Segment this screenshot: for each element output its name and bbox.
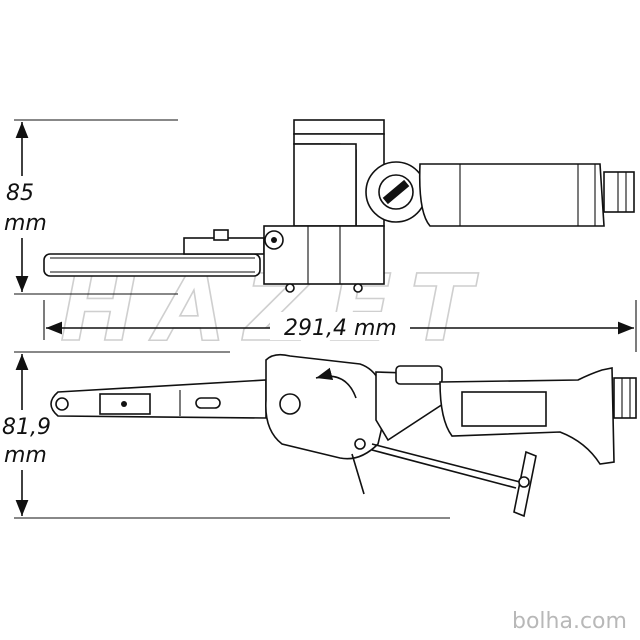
dim-label-bg xyxy=(270,312,410,340)
dim-unit-85: mm xyxy=(4,211,47,236)
dim-value-85: 85 xyxy=(6,181,34,206)
trigger-lever xyxy=(371,449,517,489)
small-screw xyxy=(353,283,363,293)
motor-head-cap xyxy=(293,119,385,135)
dim-label-bg xyxy=(0,410,50,470)
arm-clip xyxy=(213,229,229,241)
housing-screw xyxy=(279,393,301,415)
air-inlet xyxy=(603,171,635,213)
trigger-pivot xyxy=(518,476,530,488)
valve-cap xyxy=(395,365,443,385)
length-dimension: 291,4 mm xyxy=(43,300,637,352)
handle-grip-panel xyxy=(461,391,547,427)
dim-label-bg xyxy=(2,176,46,238)
handle-top xyxy=(418,163,605,227)
motor-housing xyxy=(265,353,387,460)
source-watermark: bolha.com xyxy=(512,609,627,634)
arm-slot xyxy=(195,397,221,409)
belt-roller xyxy=(55,397,69,411)
dim-value-81-9: 81,9 xyxy=(2,415,51,440)
air-inlet-side xyxy=(613,377,637,419)
dim-value-291: 291,4 mm xyxy=(284,316,397,341)
lever-pin xyxy=(351,453,365,495)
belt-arm-side xyxy=(50,379,267,419)
rotation-arrow xyxy=(315,367,357,399)
dim-unit-81-9: mm xyxy=(4,443,47,468)
motor-side xyxy=(293,143,357,227)
belt-arm xyxy=(43,253,261,277)
gear-box xyxy=(263,225,385,285)
housing-screw xyxy=(354,438,366,450)
valve-knob-slot xyxy=(382,179,410,205)
trigger-lever xyxy=(371,443,521,483)
arm-pin xyxy=(121,401,127,407)
side-view: 81,9 mm xyxy=(0,351,637,519)
small-screw xyxy=(285,283,295,293)
screw-center xyxy=(271,237,277,243)
top-view: 85 mm xyxy=(2,119,635,295)
